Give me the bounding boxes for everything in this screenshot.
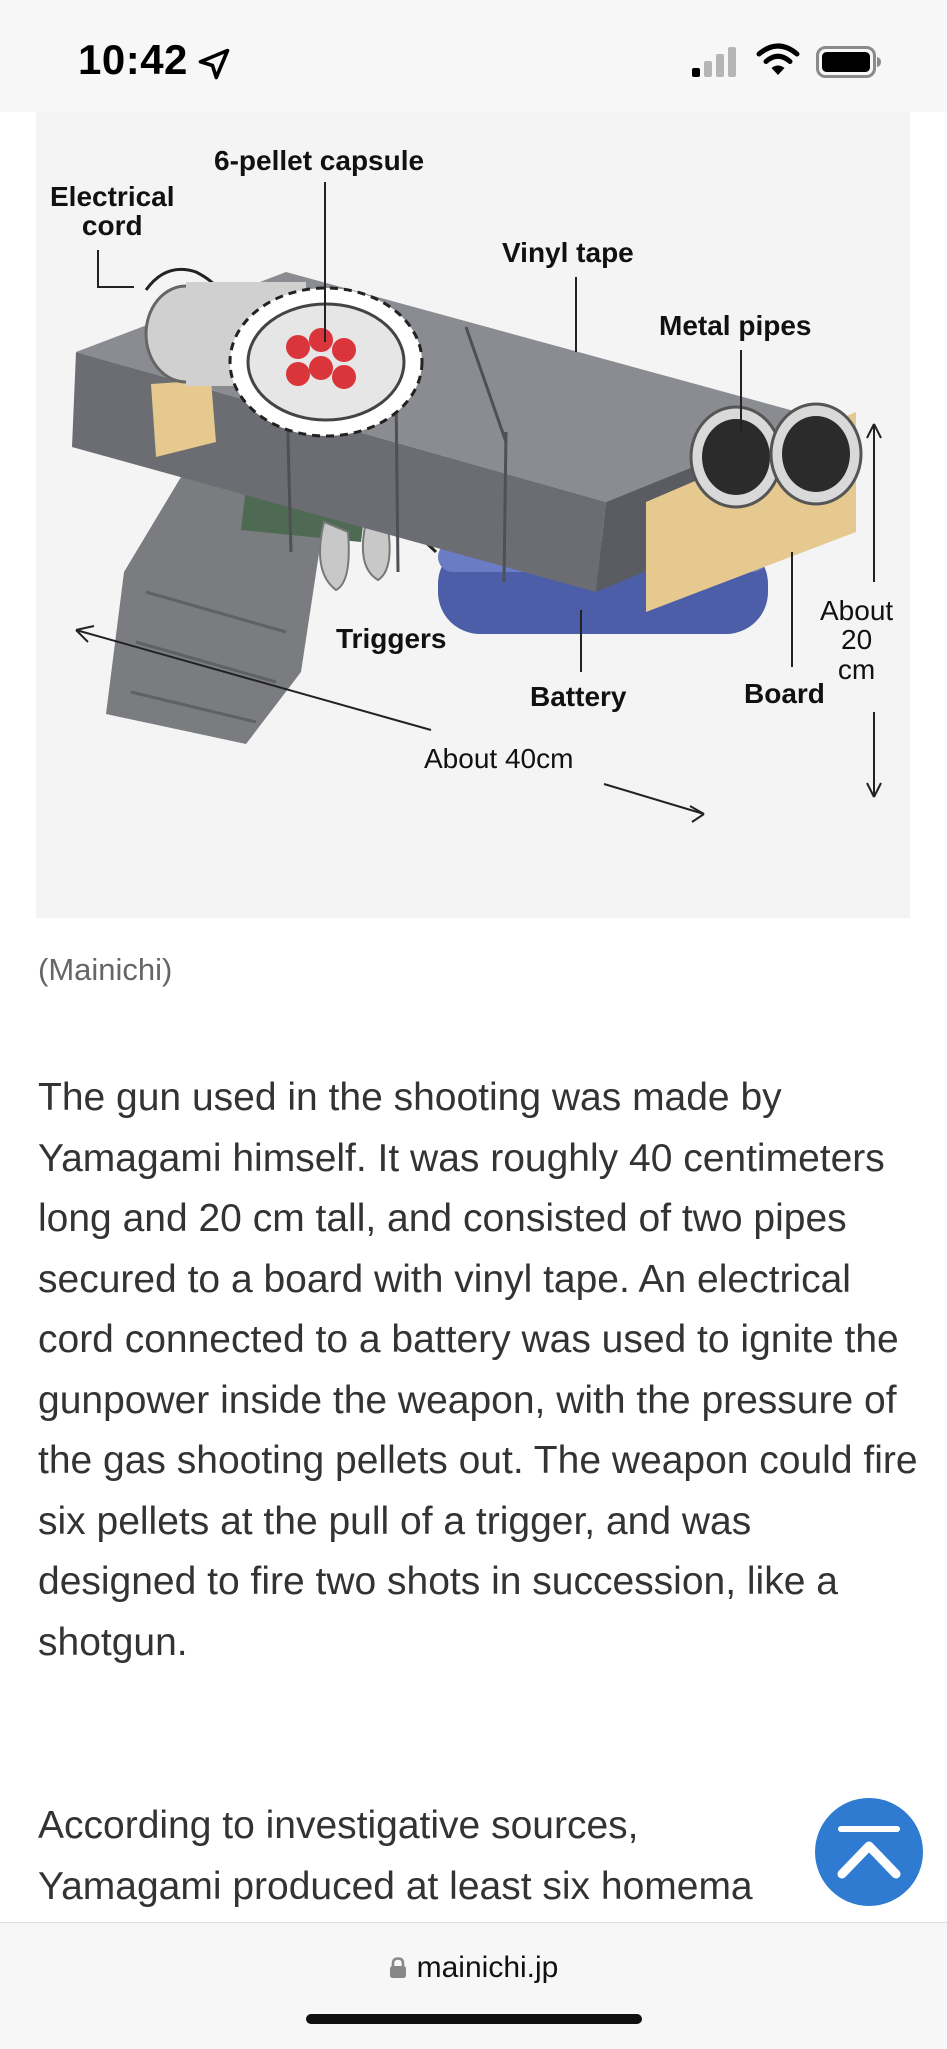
article-paragraph-2-line-2: Yamagami produced at least six homema xyxy=(38,1857,918,1918)
label-electrical-line1: Electrical xyxy=(50,182,175,211)
label-about-40cm: About 40cm xyxy=(424,744,573,773)
article-paragraph-2-line-1: According to investigative sources, xyxy=(38,1796,918,1857)
label-board: Board xyxy=(744,679,825,708)
label-electrical-cord: Electrical cord xyxy=(50,182,175,241)
label-triggers: Triggers xyxy=(336,624,446,653)
battery-icon xyxy=(816,46,882,78)
label-cm: cm xyxy=(820,655,893,684)
gun-diagram-figure: 6-pellet capsule Electrical cord Vinyl t… xyxy=(36,112,910,918)
label-pellet-capsule: 6-pellet capsule xyxy=(214,146,424,175)
label-about-word: About xyxy=(820,596,893,625)
scroll-to-top-button[interactable] xyxy=(815,1798,923,1906)
status-bar: 10:42 xyxy=(0,0,947,112)
label-metal-pipes: Metal pipes xyxy=(659,311,811,340)
browser-bottom-bar: mainichi.jp xyxy=(0,1922,947,2049)
address-bar[interactable]: mainichi.jp xyxy=(0,1951,947,1985)
chevron-up-icon xyxy=(834,1824,904,1880)
label-vinyl-tape: Vinyl tape xyxy=(502,238,634,267)
wifi-icon xyxy=(756,42,800,78)
home-indicator[interactable] xyxy=(306,2014,642,2024)
label-about-20cm: About 20 cm xyxy=(820,596,893,684)
status-time: 10:42 xyxy=(78,36,188,84)
cellular-signal-icon xyxy=(690,46,740,78)
url-text: mainichi.jp xyxy=(417,1951,559,1984)
article-paragraph-2: According to investigative sources, Yama… xyxy=(38,1796,918,1917)
label-battery: Battery xyxy=(530,682,626,711)
article-paragraph-1: The gun used in the shooting was made by… xyxy=(38,1068,918,1673)
label-electrical-line2: cord xyxy=(50,211,175,240)
location-arrow-icon xyxy=(196,46,232,82)
figure-caption: (Mainichi) xyxy=(38,952,172,988)
label-twenty: 20 xyxy=(820,625,893,654)
lock-icon xyxy=(389,1957,407,1979)
